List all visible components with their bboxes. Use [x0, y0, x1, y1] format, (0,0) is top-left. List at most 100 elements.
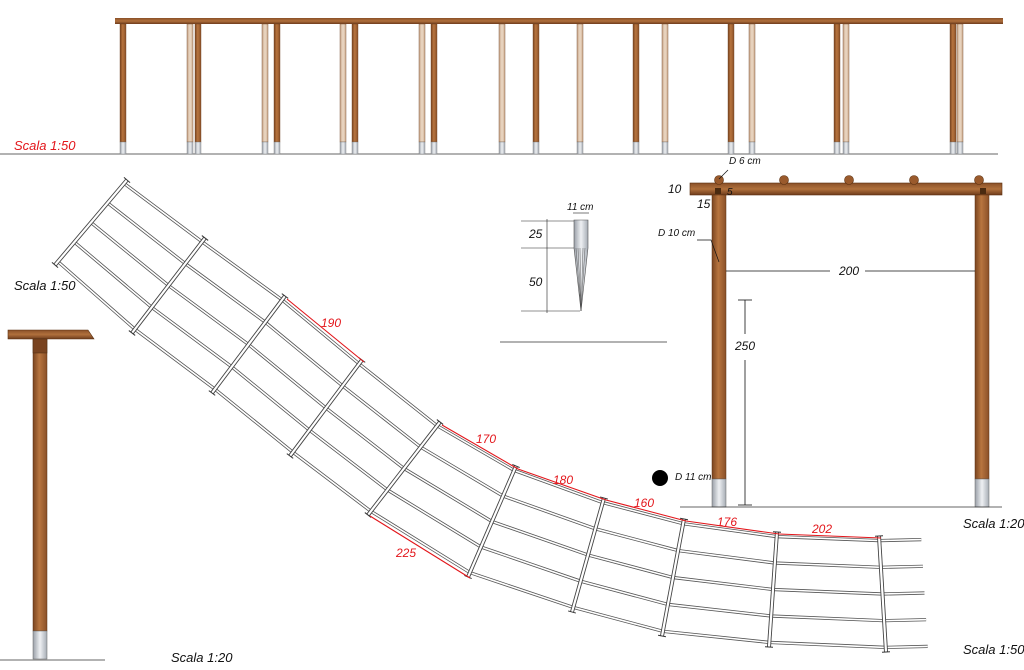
joist-height-label: 15	[697, 197, 711, 211]
plan-bar-cap	[201, 235, 209, 241]
elevation-post-foot	[949, 141, 957, 155]
elevation-post-foot	[842, 141, 850, 155]
plan-cross-bar-inner	[660, 518, 686, 637]
elevation-post	[273, 23, 281, 143]
elevation-post-foot	[632, 141, 640, 155]
plan-cross-bar-inner	[767, 531, 779, 648]
plan-rail	[123, 182, 922, 543]
plan-dimension-lines	[286, 298, 882, 579]
plan-dimension-line	[441, 424, 519, 470]
elevation-post-foot	[727, 141, 735, 155]
plan-dimension-line	[605, 499, 687, 522]
plan-cross-bar-inner	[877, 535, 888, 653]
elevation-post-foot	[186, 141, 194, 155]
plan-rail	[106, 201, 923, 569]
dim-202: 202	[812, 522, 833, 536]
elevation-post-foot	[532, 141, 540, 155]
scale-label-portal: Scala 1:20	[963, 516, 1024, 531]
plan-dimension-line	[778, 533, 882, 539]
elevation-post	[632, 23, 640, 143]
elevation-post	[418, 23, 426, 143]
plan-dimension-line	[517, 468, 607, 501]
scale-label-plan-bottom: Scala 1:50	[963, 642, 1024, 657]
elevation-post	[748, 23, 756, 143]
elevation-post	[186, 23, 194, 143]
plan-cross-bar-inner	[367, 421, 441, 516]
post-diameter-label: D 10 cm	[658, 228, 696, 239]
elevation-post	[661, 23, 669, 143]
rod-diameter-label: D 6 cm	[729, 156, 761, 167]
plan-cross-bar-inner	[570, 497, 606, 613]
scale-label-side: Scala 1:20	[171, 650, 233, 665]
plan-bar-cap	[657, 634, 667, 638]
post-section-label: D 11 cm	[675, 472, 712, 483]
elevation-post-foot	[498, 141, 506, 155]
plan-bar-cap	[286, 453, 294, 459]
elevation-post	[833, 23, 841, 143]
portal-detail	[652, 169, 1003, 508]
elevation-post	[949, 23, 957, 143]
span-label: 200	[839, 264, 860, 278]
elevation-post-foot	[339, 141, 347, 155]
plan-rail-inner	[123, 182, 922, 542]
elevation-post-foot	[430, 141, 438, 155]
plan-cross-bar-inner	[54, 179, 128, 266]
elevation-post	[261, 23, 269, 143]
dim-176: 176	[717, 515, 738, 529]
elevation-post-foot	[119, 141, 127, 155]
scale-label-front: Scala 1:50	[14, 138, 76, 153]
elevation-post-foot	[576, 141, 584, 155]
plan-cross-bar-inner	[466, 465, 518, 578]
elevation-post-foot	[261, 141, 269, 155]
elevation-post	[842, 23, 850, 143]
plan-bar-cap	[600, 496, 608, 500]
plan-bar-cap	[208, 390, 216, 396]
elevation-post	[727, 23, 735, 143]
plan-cross-bar-inner	[211, 295, 286, 394]
plan-bar-cap	[772, 531, 782, 533]
plan-dimension-line	[286, 298, 365, 363]
plan-view	[51, 177, 928, 653]
plan-bar-cap	[679, 517, 689, 521]
stake-point-height-label: 50	[529, 275, 543, 289]
elevation-post-foot	[833, 141, 841, 155]
dim-180: 180	[553, 473, 574, 487]
elevation-post	[498, 23, 506, 143]
elevation-post	[430, 23, 438, 143]
plan-bar-cap	[436, 419, 444, 425]
stake-width-label: 11 cm	[567, 202, 594, 213]
plan-cross-bar-inner	[131, 237, 206, 334]
elevation-post	[339, 23, 347, 143]
elevation-post	[194, 23, 202, 143]
plan-dimension-line	[369, 515, 471, 579]
elevation-post	[351, 23, 359, 143]
notch-label: 5	[727, 187, 733, 198]
plan-rail-inner	[107, 202, 923, 569]
plan-dimension-line	[685, 520, 780, 535]
plan-bar-cap	[123, 177, 131, 183]
elevation-post-foot	[748, 141, 756, 155]
plan-bar-cap	[764, 646, 774, 648]
plan-bar-cap	[281, 293, 289, 299]
dim-225: 225	[396, 546, 417, 560]
beam-height-label: 10	[668, 182, 682, 196]
plan-bar-cap	[128, 330, 136, 336]
plan-cross-bar-inner	[289, 359, 363, 457]
stake-detail	[500, 212, 667, 343]
elevation-post-foot	[661, 141, 669, 155]
dim-170: 170	[476, 432, 497, 446]
elevation-post-foot	[194, 141, 202, 155]
dim-190: 190	[321, 316, 342, 330]
plan-bar-cap	[568, 610, 576, 614]
stake-top-height-label: 25	[529, 227, 543, 241]
elevation-post	[576, 23, 584, 143]
elevation-post-foot	[273, 141, 281, 155]
elevation-post	[119, 23, 127, 143]
side-section	[0, 329, 105, 661]
plan-bar-cap	[51, 262, 59, 268]
elevation-post-foot	[956, 141, 964, 155]
post-height-label: 250	[735, 339, 756, 353]
front-elevation	[0, 18, 1003, 155]
elevation-post	[532, 23, 540, 143]
